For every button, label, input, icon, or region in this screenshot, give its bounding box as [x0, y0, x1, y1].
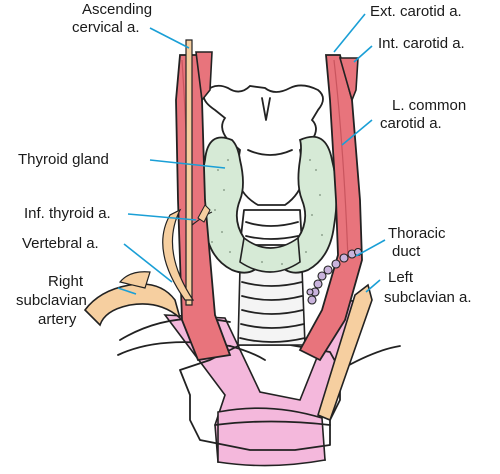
thyroid-cartilage: [202, 84, 324, 246]
labels: Ascending cervical a. Ext. carotid a. In…: [16, 1, 472, 328]
left-common-carotid: [298, 54, 363, 362]
label-ascending-cervical-line1: Ascending: [82, 1, 152, 18]
thyroid-stipple: [211, 159, 323, 265]
ascending-cervical-artery: [162, 39, 213, 306]
label-right-subclavian-line2: subclavian: [16, 292, 87, 309]
thyroid-gland: [200, 135, 338, 274]
label-l-common-carotid-line2: carotid a.: [380, 115, 442, 132]
label-ascending-cervical-line2: cervical a.: [72, 19, 140, 36]
label-right-subclavian-line3: artery: [38, 311, 77, 328]
label-thyroid-gland: Thyroid gland: [18, 151, 109, 168]
left-subclavian-artery: [317, 283, 373, 422]
leader-lines: [117, 13, 386, 295]
thoracic-duct: [306, 247, 363, 305]
label-left-subclavian-line1: Left: [388, 269, 414, 286]
label-inf-thyroid: Inf. thyroid a.: [24, 205, 111, 222]
label-l-common-carotid-line1: L. common: [392, 97, 466, 114]
label-thoracic-duct-line2: duct: [392, 243, 421, 260]
trachea: [237, 267, 306, 346]
right-subclavian-artery: [83, 271, 182, 327]
label-vertebral: Vertebral a.: [22, 235, 99, 252]
label-int-carotid: Int. carotid a.: [378, 35, 465, 52]
label-left-subclavian-line2: subclavian a.: [384, 289, 472, 306]
label-thoracic-duct-line1: Thoracic: [388, 225, 446, 242]
label-right-subclavian-line1: Right: [48, 273, 84, 290]
label-ext-carotid: Ext. carotid a.: [370, 3, 462, 20]
